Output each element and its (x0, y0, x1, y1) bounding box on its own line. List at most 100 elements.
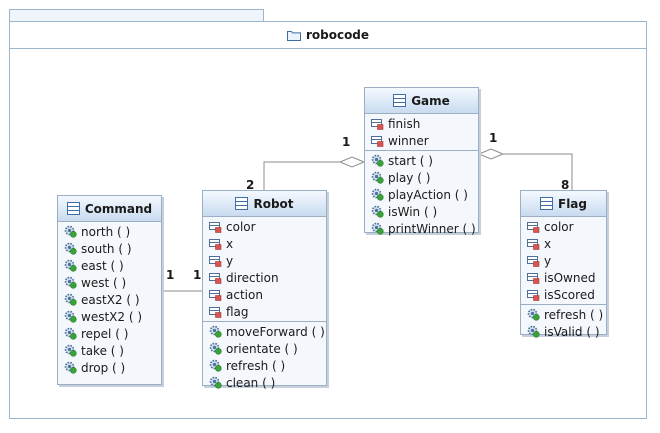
attribute-flag[interactable]: color (521, 218, 606, 235)
attribute-game[interactable]: finish (365, 115, 478, 132)
package-title: robocode (305, 28, 370, 42)
class-name: Flag (558, 196, 587, 211)
attribute-robot[interactable]: color (203, 218, 326, 235)
attribute-robot[interactable]: x (203, 235, 326, 252)
package-header: robocode (10, 22, 646, 49)
operation-label: printWinner ( ) (388, 221, 476, 236)
attribute-robot[interactable]: direction (203, 269, 326, 286)
operation-label: repel ( ) (81, 326, 129, 341)
attribute-label: direction (226, 270, 279, 285)
operation-command[interactable]: repel ( ) (58, 325, 161, 342)
operation-command[interactable]: north ( ) (58, 223, 161, 240)
private-attribute-icon (527, 222, 540, 233)
public-operation-icon (209, 376, 222, 389)
private-attribute-icon (527, 290, 540, 301)
operation-command[interactable]: east ( ) (58, 257, 161, 274)
private-attribute-icon (209, 307, 222, 318)
attribute-label: color (226, 219, 256, 234)
attribute-flag[interactable]: isScored (521, 286, 606, 303)
operation-robot[interactable]: moveForward ( ) (203, 323, 326, 340)
operation-label: isWin ( ) (388, 204, 438, 219)
attribute-robot[interactable]: y (203, 252, 326, 269)
attribute-flag[interactable]: isOwned (521, 269, 606, 286)
operation-game[interactable]: playAction ( ) (365, 186, 478, 203)
game-flag-association[interactable] (503, 153, 573, 190)
public-operation-icon (371, 154, 384, 167)
multiplicity-game-flag: 1 (489, 131, 498, 145)
operation-game[interactable]: isWin ( ) (365, 203, 478, 220)
public-operation-icon (64, 225, 77, 238)
operation-label: eastX2 ( ) (81, 292, 140, 307)
operation-robot[interactable]: clean ( ) (203, 374, 326, 391)
operation-game[interactable]: play ( ) (365, 169, 478, 186)
operation-command[interactable]: take ( ) (58, 342, 161, 359)
operation-compartment: refresh ( )isValid ( ) (521, 305, 606, 341)
class-header: Game (365, 88, 478, 114)
operation-label: refresh ( ) (226, 358, 286, 373)
public-operation-icon (64, 259, 77, 272)
operation-label: north ( ) (81, 224, 131, 239)
class-command[interactable]: Command north ( )south ( )east ( )west ( … (57, 195, 162, 385)
operation-flag[interactable]: isValid ( ) (521, 323, 606, 340)
class-name: Robot (253, 196, 294, 211)
operation-command[interactable]: eastX2 ( ) (58, 291, 161, 308)
operation-compartment: moveForward ( )orientate ( )refresh ( )c… (203, 322, 326, 392)
public-operation-icon (64, 361, 77, 374)
public-operation-icon (64, 310, 77, 323)
public-operation-icon (209, 359, 222, 372)
operation-robot[interactable]: refresh ( ) (203, 357, 326, 374)
attribute-flag[interactable]: y (521, 252, 606, 269)
public-operation-icon (371, 188, 384, 201)
public-operation-icon (527, 325, 540, 338)
attribute-label: x (226, 236, 234, 251)
operation-label: play ( ) (388, 170, 431, 185)
public-operation-icon (64, 344, 77, 357)
multiplicity-game-robot: 1 (342, 135, 351, 149)
class-header: Flag (521, 191, 606, 217)
operation-command[interactable]: drop ( ) (58, 359, 161, 376)
attribute-robot[interactable]: flag (203, 303, 326, 320)
private-attribute-icon (209, 290, 222, 301)
multiplicity-robot-command: 1 (193, 268, 202, 282)
operation-label: start ( ) (388, 153, 433, 168)
public-operation-icon (64, 293, 77, 306)
operation-label: westX2 ( ) (81, 309, 143, 324)
operation-game[interactable]: start ( ) (365, 152, 478, 169)
public-operation-icon (64, 327, 77, 340)
operation-flag[interactable]: refresh ( ) (521, 306, 606, 323)
attribute-game[interactable]: winner (365, 132, 478, 149)
class-icon (235, 197, 249, 210)
multiplicity-command-robot: 1 (166, 268, 175, 282)
operation-command[interactable]: westX2 ( ) (58, 308, 161, 325)
attribute-flag[interactable]: x (521, 235, 606, 252)
public-operation-icon (64, 242, 77, 255)
attribute-label: color (544, 219, 574, 234)
attribute-label: x (544, 236, 552, 251)
operation-command[interactable]: west ( ) (58, 274, 161, 291)
class-icon (66, 202, 80, 215)
public-operation-icon (209, 325, 222, 338)
class-name: Command (84, 201, 153, 216)
private-attribute-icon (209, 239, 222, 250)
operation-robot[interactable]: orientate ( ) (203, 340, 326, 357)
operation-label: refresh ( ) (544, 307, 604, 322)
public-operation-icon (209, 342, 222, 355)
operation-game[interactable]: printWinner ( ) (365, 220, 478, 237)
attribute-label: finish (388, 116, 421, 131)
attribute-label: action (226, 287, 263, 302)
private-attribute-icon (209, 256, 222, 267)
operation-label: take ( ) (81, 343, 124, 358)
game-robot-association[interactable] (263, 161, 340, 190)
operation-label: drop ( ) (81, 360, 126, 375)
class-header: Command (58, 196, 161, 222)
operation-command[interactable]: south ( ) (58, 240, 161, 257)
public-operation-icon (64, 276, 77, 289)
attribute-robot[interactable]: action (203, 286, 326, 303)
operation-compartment: start ( ) play ( )playAction ( )isWin ( )… (365, 151, 478, 238)
attribute-label: isOwned (544, 270, 596, 285)
